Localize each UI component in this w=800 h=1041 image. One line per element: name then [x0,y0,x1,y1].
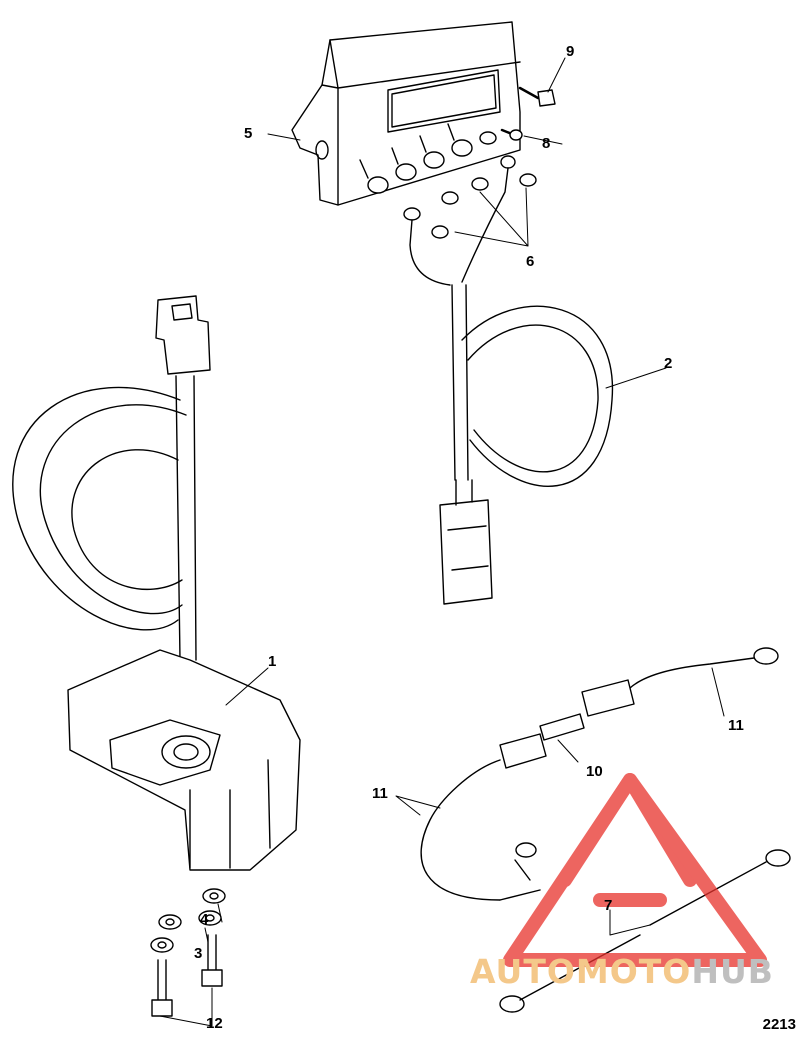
callout-2: 2 [664,355,673,372]
hex-nuts-6 [431,173,537,239]
callout-1: 1 [268,653,277,670]
sensor-assembly-1 [12,295,301,871]
ground-lead-7 [499,849,791,1013]
callout-10: 10 [586,763,603,780]
callout-8: 8 [542,135,551,152]
wiring-harness-2 [403,155,614,605]
figure-id: 2213 [762,1016,796,1033]
callout-7: 7 [604,897,613,914]
screw-9 [518,86,556,107]
callout-5: 5 [244,125,253,142]
callout-11-left: 11 [372,785,388,802]
watermark-text-main: AUTOMOTO [470,952,692,991]
washers-and-bolts [150,888,226,1017]
watermark-text: AUTOMOTOHUB [470,955,774,988]
callout-9: 9 [566,43,575,60]
fuse-harness-10-11 [420,647,779,901]
control-module-5 [291,21,521,206]
terminal-posts [359,123,497,194]
callout-12: 12 [206,1015,223,1032]
callout-3: 3 [194,945,203,962]
leader-lines [159,57,725,1027]
callout-6: 6 [526,253,535,270]
callout-11-right: 11 [728,717,744,734]
callout-4: 4 [200,911,209,928]
screw-8 [500,128,523,141]
watermark-text-hub: HUB [691,952,774,991]
watermark-logo [503,773,767,967]
